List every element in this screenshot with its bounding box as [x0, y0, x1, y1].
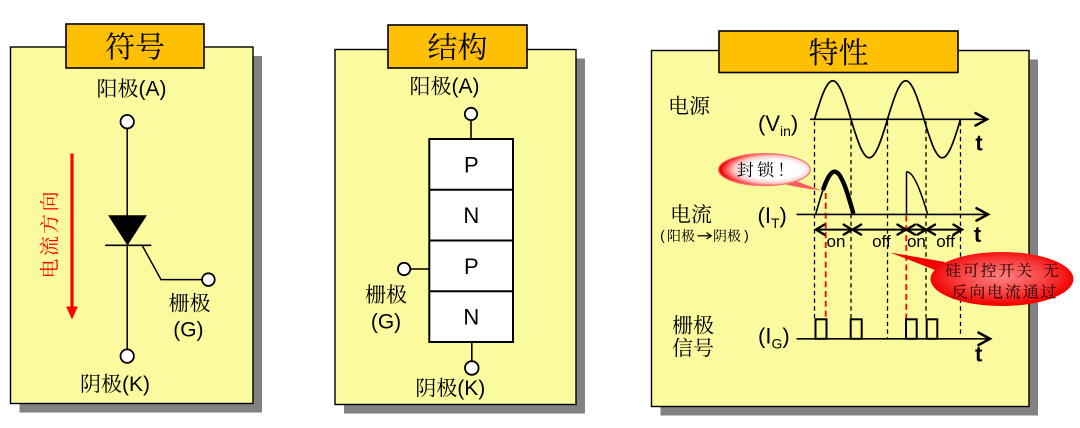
svg-text:(: (	[660, 227, 665, 243]
svg-text:(A): (A)	[452, 75, 480, 98]
svg-text:N: N	[463, 203, 479, 228]
svg-text:P: P	[464, 152, 479, 177]
svg-text:on: on	[827, 232, 846, 251]
svg-text:on: on	[907, 232, 926, 251]
svg-text:(G): (G)	[173, 319, 203, 342]
svg-text:off: off	[936, 232, 955, 251]
svg-text:t: t	[975, 342, 983, 367]
svg-text:(A): (A)	[139, 78, 167, 101]
svg-text:(Vin): (Vin)	[758, 111, 798, 139]
svg-text:t: t	[974, 222, 982, 247]
svg-text:t: t	[975, 131, 983, 156]
svg-text:(G): (G)	[371, 311, 401, 334]
svg-text:off: off	[872, 232, 891, 251]
svg-text:P: P	[464, 254, 479, 279]
svg-text:(K): (K)	[457, 377, 485, 400]
svg-text:N: N	[463, 305, 479, 330]
svg-text:(K): (K)	[122, 373, 150, 396]
svg-text:): )	[744, 227, 749, 243]
